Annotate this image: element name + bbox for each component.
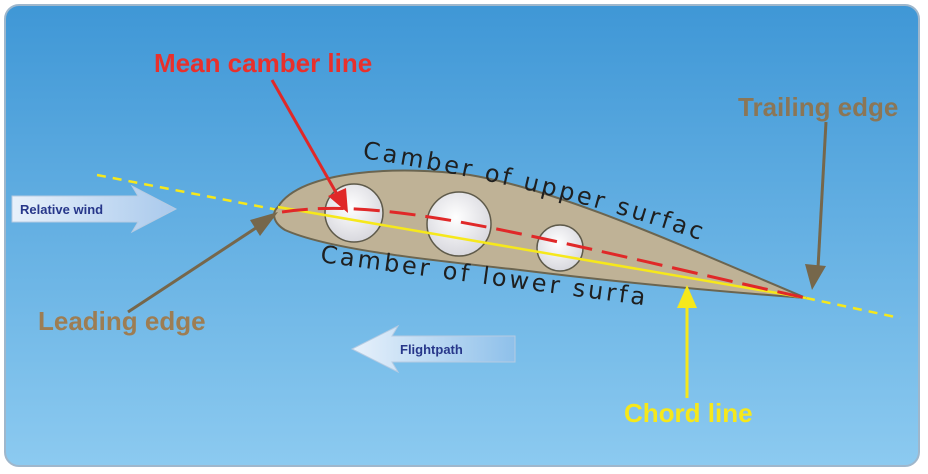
mean-camber-pointer <box>270 79 340 197</box>
trailing-edge-pointer <box>816 121 828 269</box>
trailing-edge-pointer-head <box>805 264 826 290</box>
airfoil-hole <box>324 183 384 243</box>
leading-edge-label: Leading edge <box>38 306 206 336</box>
mean-camber-line <box>281 206 807 300</box>
chord-extension-right <box>805 296 901 320</box>
airfoil-hole <box>426 191 492 257</box>
airfoil-shape <box>273 169 807 299</box>
relative-wind-label: Relative wind <box>20 202 103 217</box>
leading-edge-pointer-head <box>250 212 278 236</box>
airfoil-hole <box>536 224 584 272</box>
relative-wind-arrow-icon <box>11 184 178 234</box>
chord-line-label: Chord line <box>624 398 753 428</box>
mean-camber-pointer-head <box>328 188 348 213</box>
leading-edge-pointer <box>127 222 263 314</box>
chord-pointer-head <box>677 285 697 308</box>
flightpath-arrow-icon <box>350 324 516 374</box>
flightpath-label: Flightpath <box>400 342 463 357</box>
trailing-edge-label: Trailing edge <box>738 92 898 122</box>
mean-camber-label: Mean camber line <box>154 48 372 78</box>
chord-line <box>277 205 807 300</box>
